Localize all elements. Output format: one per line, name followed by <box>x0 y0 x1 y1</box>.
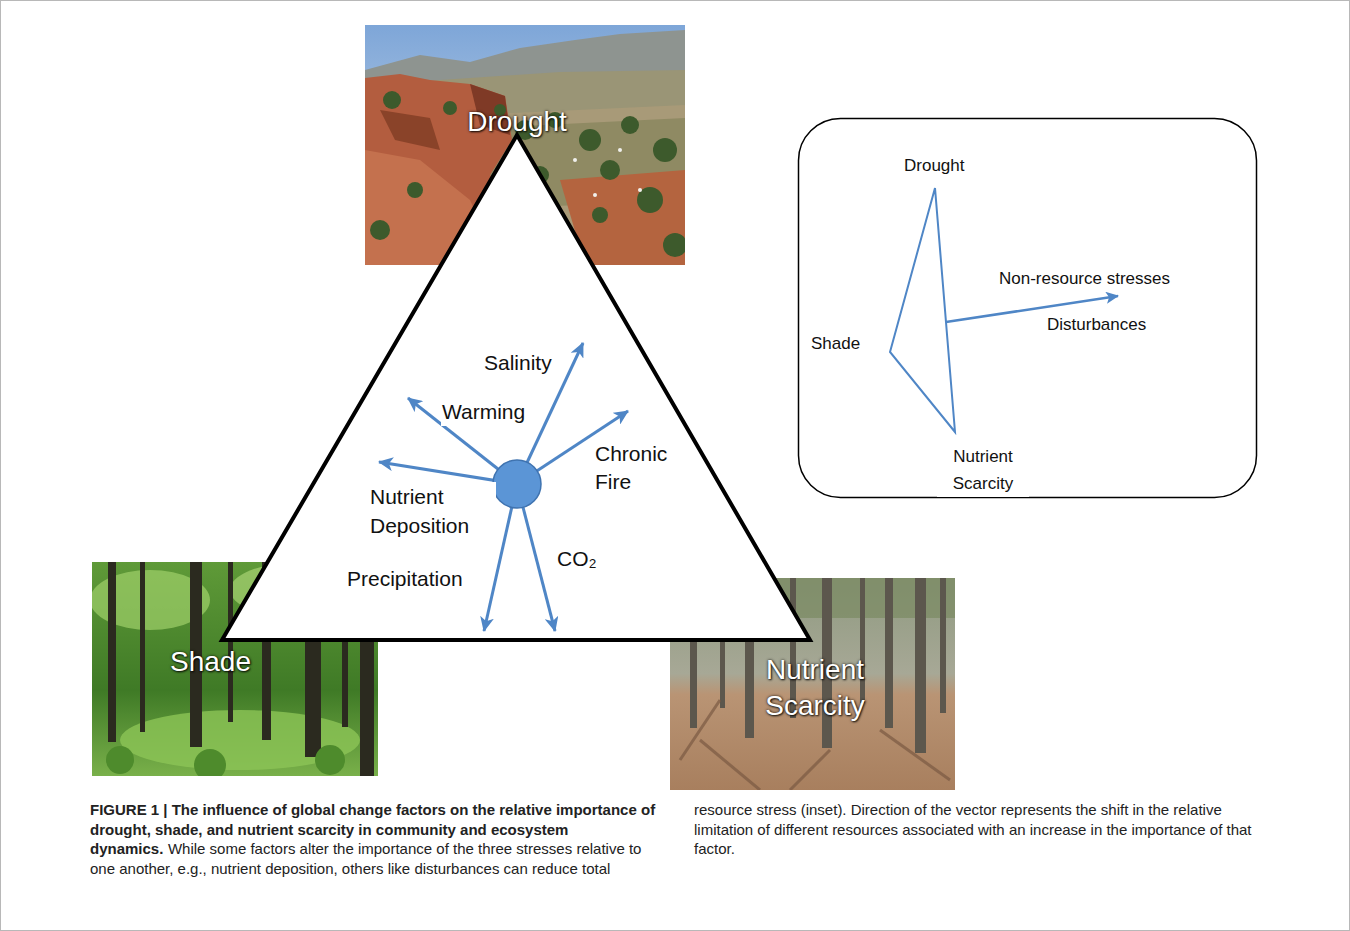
drought-photo-part-part <box>579 129 601 151</box>
photo-node: Shade <box>92 562 378 776</box>
resource-triangle <box>222 135 810 640</box>
pine-photo-part-part <box>885 578 893 728</box>
photo-node: Nutrient Scarcity <box>670 578 955 790</box>
photo-node: Drought <box>365 25 685 265</box>
pine-photo-part-part <box>880 730 950 780</box>
drought-photo-part-part <box>383 91 401 109</box>
shade-photo-part-part <box>194 749 226 776</box>
factor-label: Salinity <box>483 349 553 377</box>
factor-label: Precipitation <box>346 565 464 593</box>
inset-label: Drought <box>903 155 965 177</box>
inset-triangle <box>890 188 955 432</box>
caption-block: FIGURE 1 | The influence of global chang… <box>90 800 1262 880</box>
drought-photo-part-part <box>407 182 423 198</box>
photo-label: Drought <box>365 105 669 139</box>
pine-photo-part-part <box>680 700 720 760</box>
drought-photo-part-part <box>600 160 620 180</box>
photo-label: Nutrient Scarcity <box>740 652 890 724</box>
shade-photo-part-part <box>106 746 134 774</box>
shade-photo-part <box>106 745 345 776</box>
drought-photo-part-part <box>618 148 622 152</box>
inset-label: Shade <box>810 333 861 355</box>
drought-photo-part-part <box>653 138 677 162</box>
factor-label: Chronic Fire <box>594 440 688 496</box>
drought-photo-part <box>380 110 440 150</box>
shade-photo-part-part <box>140 562 145 732</box>
pine-photo-part-part <box>700 740 760 790</box>
pine-photo-part-part <box>915 578 926 753</box>
photo-label: Shade <box>170 645 330 679</box>
drought-photo-part-part <box>443 101 457 115</box>
drought-photo-part-part <box>593 193 597 197</box>
center-dot <box>493 460 541 508</box>
drought-photo-part-part <box>370 220 390 240</box>
drought-photo-part-part <box>637 187 663 213</box>
drought-photo-part-part <box>663 233 685 257</box>
pine-photo-part-part <box>790 750 830 790</box>
shade-photo-part-part <box>108 562 116 742</box>
inset-label: Nutrient Scarcity <box>937 443 1029 497</box>
inset-label: Disturbances <box>1046 314 1147 336</box>
drought-photo-part-part <box>592 207 608 223</box>
drought-photo-part-part <box>621 116 639 134</box>
factor-label: Nutrient Deposition <box>369 482 496 540</box>
inset-frame <box>799 119 1257 498</box>
factor-label: CO₂ <box>556 545 598 573</box>
drought-photo-part <box>573 148 642 197</box>
factor-label: Warming <box>441 398 526 426</box>
inset-label: Non-resource stresses <box>998 268 1171 290</box>
drought-photo-part-part <box>638 188 642 192</box>
shade-photo-part-part <box>315 745 345 775</box>
drought-photo-part-part <box>573 158 577 162</box>
pine-photo-part-part <box>940 578 946 713</box>
